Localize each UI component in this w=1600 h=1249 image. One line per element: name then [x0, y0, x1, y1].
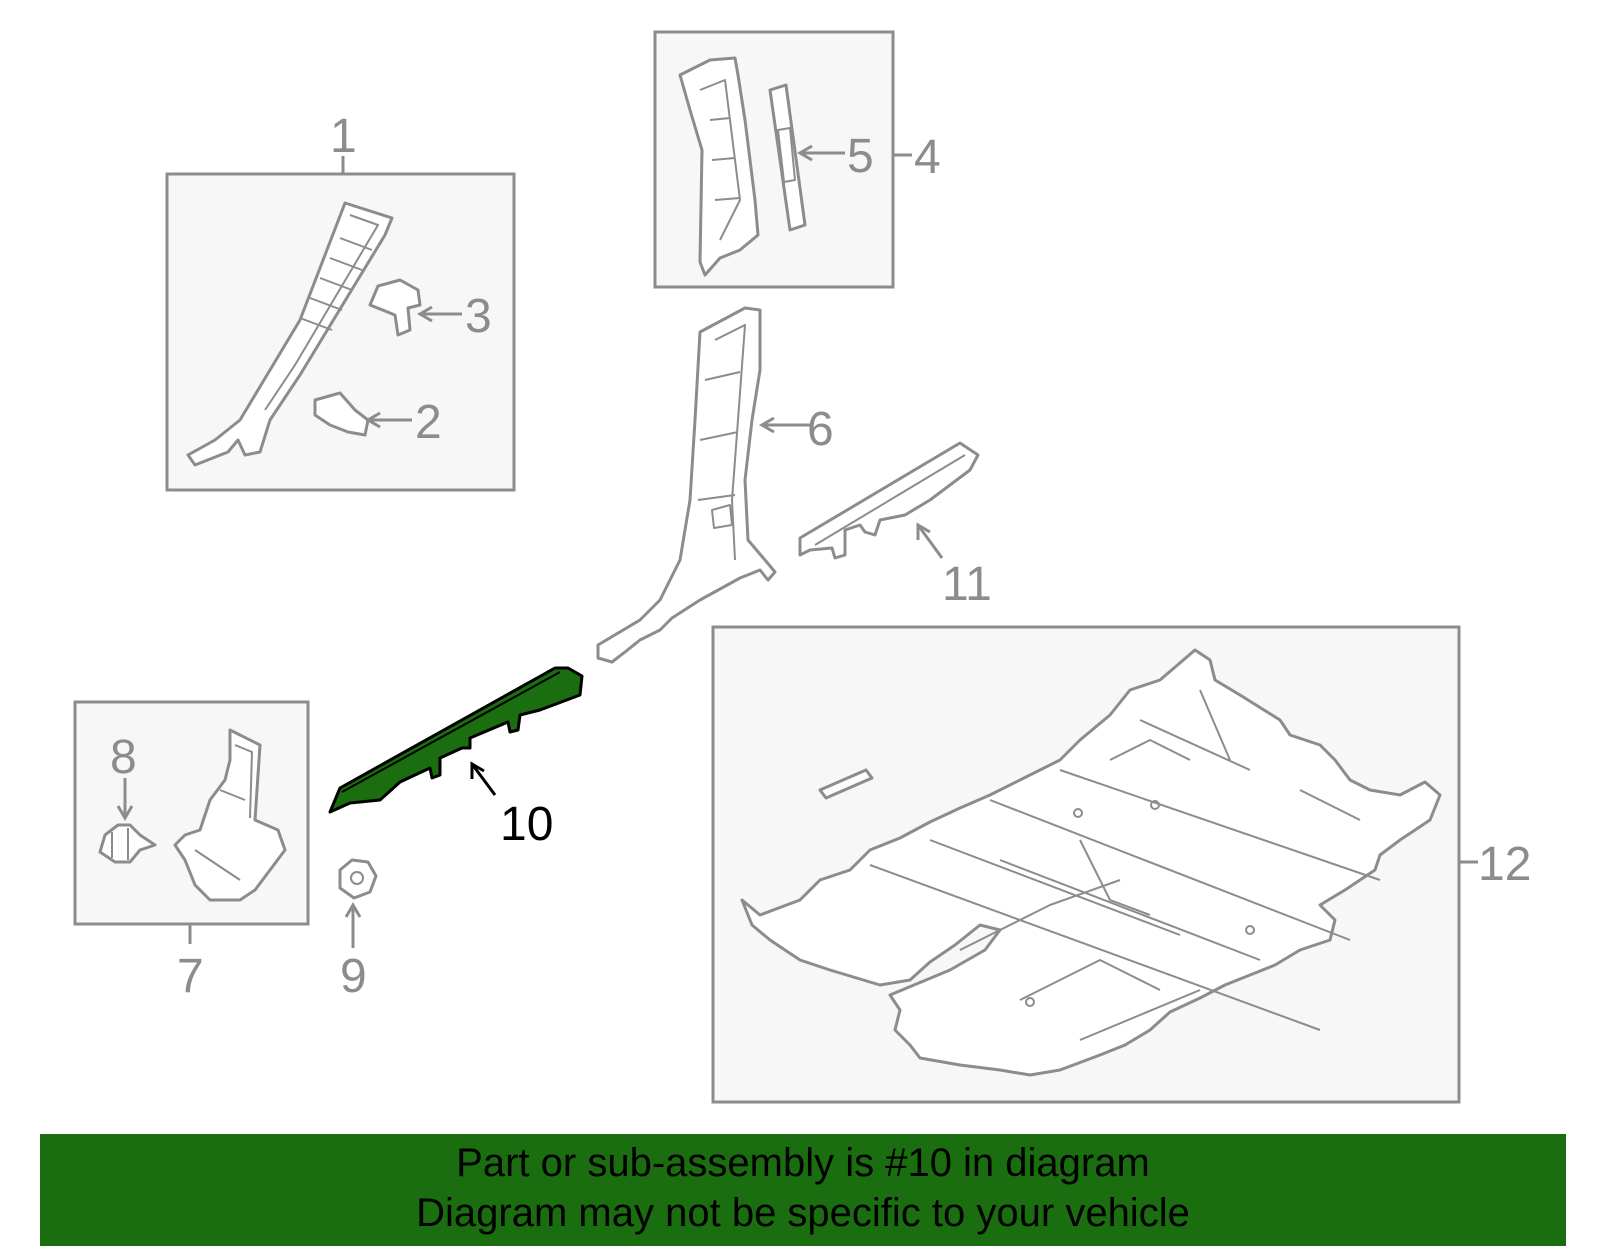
group-box-7: 7 8: [73, 700, 310, 1003]
callout-6: 6: [807, 403, 834, 456]
part-12-small-mat[interactable]: [818, 768, 874, 800]
callout-11: 11: [942, 558, 992, 611]
part-7-kick-panel[interactable]: [173, 728, 287, 902]
callout-5: 5: [847, 130, 874, 183]
callout-7: 7: [177, 950, 204, 1003]
callout-2: 2: [415, 396, 442, 449]
callout-1: 1: [330, 110, 357, 163]
part-2-bracket[interactable]: [313, 391, 370, 437]
part-1-a-pillar-trim[interactable]: [186, 201, 394, 467]
callout-10: 10: [500, 798, 553, 851]
group-box-4: 4 5: [653, 30, 941, 289]
banner-line-2: Diagram may not be specific to your vehi…: [416, 1191, 1190, 1235]
part-3-clip[interactable]: [368, 278, 422, 337]
callout-8: 8: [110, 731, 137, 784]
info-banner: Part or sub-assembly is #10 in diagram D…: [40, 1134, 1566, 1246]
part-6-b-pillar-trim[interactable]: [596, 306, 777, 664]
part-11-scuff-plate[interactable]: [798, 441, 980, 560]
callout-12: 12: [1478, 838, 1531, 891]
callout-9: 9: [340, 950, 367, 1003]
callout-3: 3: [465, 290, 492, 343]
part-9-nut[interactable]: [338, 858, 378, 900]
callout-4: 4: [914, 131, 941, 184]
group-box-12: 12: [711, 625, 1531, 1104]
banner-line-1: Part or sub-assembly is #10 in diagram: [456, 1141, 1150, 1185]
part-10-highlighted-scuff-plate[interactable]: [328, 666, 584, 814]
group-box-1: 1 3 2: [165, 110, 516, 492]
part-4-pillar-garnish[interactable]: [678, 56, 760, 277]
part-5-seal-strip[interactable]: [768, 83, 807, 232]
